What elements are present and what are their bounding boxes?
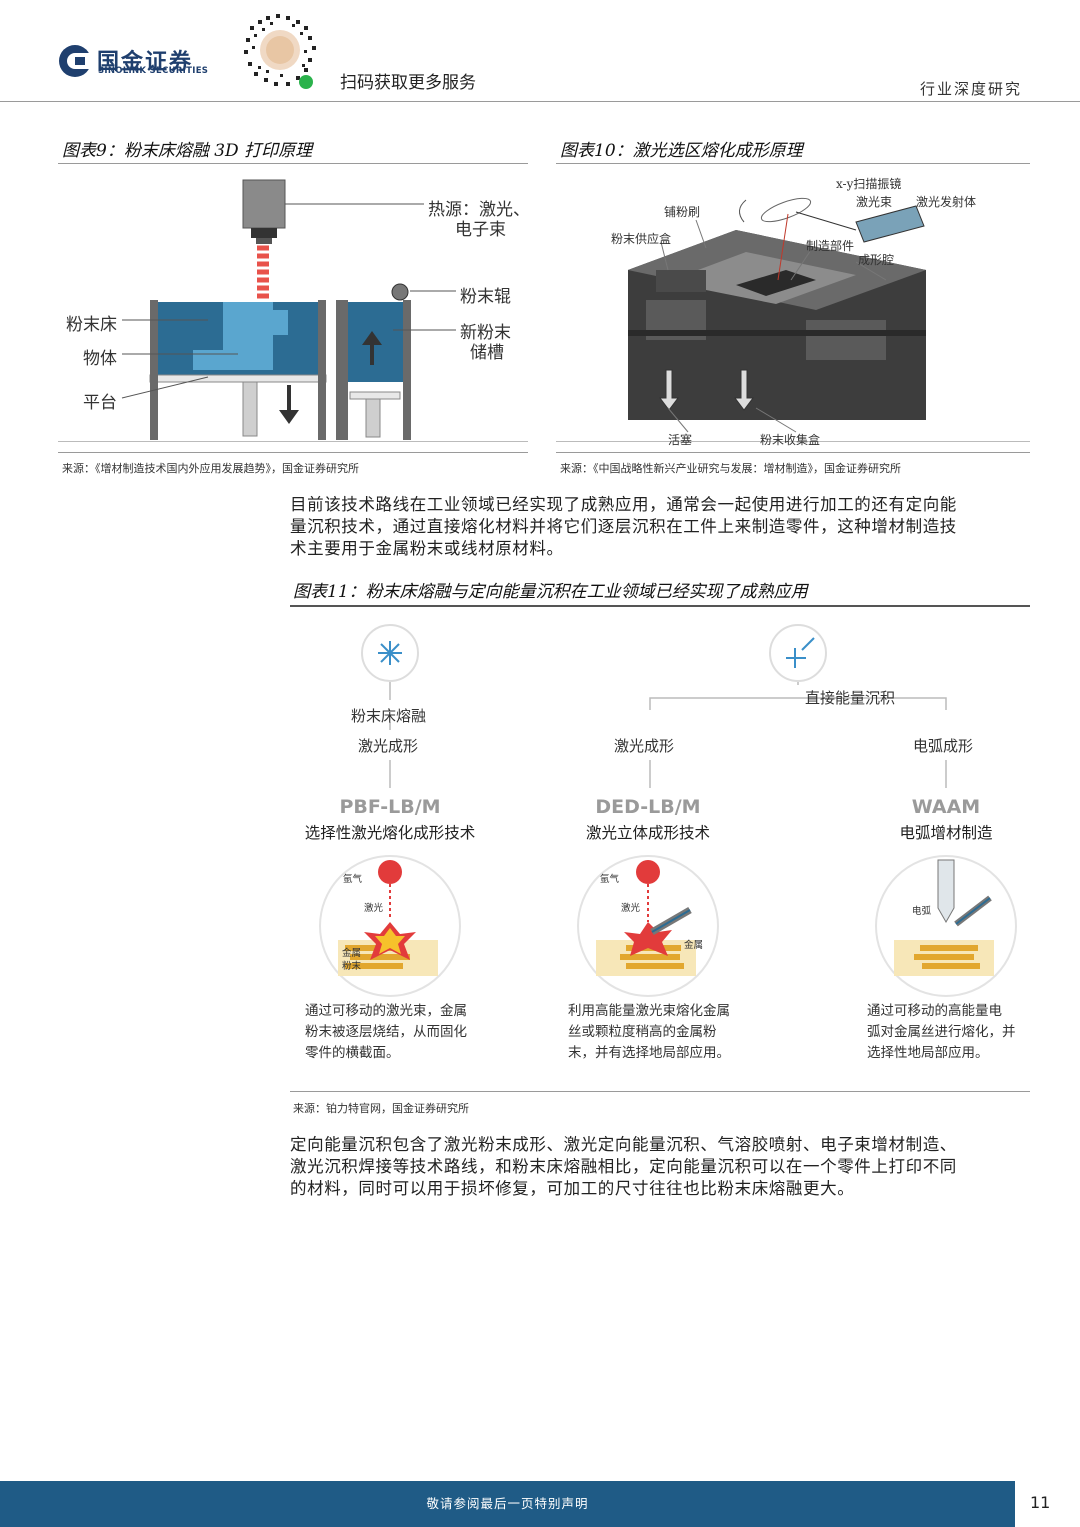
desc-line: 通过可移动的激光束，金属 (305, 1001, 467, 1022)
figure-10-bottom-rule (556, 452, 1030, 453)
fig11-pbf-metal-label: 金属 (342, 945, 361, 959)
paragraph-2-line: 定向能量沉积包含了激光粉末成形、激光定向能量沉积、气溶胶喷射、电子束增材制造、 (290, 1134, 1030, 1156)
fig11-name-ded: 激光立体成形技术 (538, 821, 758, 843)
desc-line: 通过可移动的高能量电 (867, 1001, 1016, 1022)
report-type-label: 行业深度研究 (920, 78, 1022, 99)
paragraph-2-line: 激光沉积焊接等技术路线，和粉末床熔融相比，定向能量沉积可以在一个零件上打印不同 (290, 1156, 1030, 1178)
fig10-label-part: 制造部件 (806, 237, 854, 254)
desc-line: 末，并有选择地局部应用。 (568, 1043, 730, 1064)
figure-9-bottom-rule (58, 452, 528, 453)
fig9-label-heat-source-2: 电子束 (455, 215, 506, 240)
figure-10-top-rule (556, 163, 1030, 164)
fig10-label-laser-beam: 激光束 (856, 193, 892, 210)
fig9-label-object: 物体 (83, 344, 117, 369)
fig11-desc-waam: 通过可移动的高能量电 弧对金属丝进行熔化，并 选择性地局部应用。 (867, 1001, 1016, 1064)
logo-english-name: SINOLINK SECURITIES (98, 66, 208, 76)
scan-for-service-text: 扫码获取更多服务 (340, 68, 476, 93)
fig11-pbf-powder-label: 粉末 (342, 958, 361, 972)
fig11-name-waam: 电弧增材制造 (836, 821, 1056, 843)
fig11-ded-group-label: 直接能量沉积 (805, 687, 895, 708)
figure-9-top-rule (58, 163, 528, 164)
fig10-label-supply-box: 粉末供应盒 (611, 230, 671, 247)
page-number: 11 (1030, 1493, 1050, 1512)
fig11-ded-sub-arc: 电弧成形 (913, 735, 973, 756)
desc-line: 利用高能量激光束熔化金属 (568, 1001, 730, 1022)
fig11-name-pbf: 选择性激光熔化成形技术 (280, 821, 500, 843)
fig11-waam-arc-label: 电弧 (912, 903, 931, 917)
fig11-pbf-group-label: 粉末床熔融 (351, 705, 426, 726)
paragraph-1-line: 术主要用于金属粉末或线材原材料。 (290, 538, 1030, 560)
figure-11-top-rule (290, 605, 1030, 607)
fig10-label-collector: 粉末收集盒 (760, 431, 820, 448)
footer-disclaimer-notice[interactable]: 敬请参阅最后一页特别声明 (0, 1481, 1015, 1527)
figure-10-title: 图表10：激光选区熔化成形原理 (560, 136, 803, 161)
fig10-label-laser-emitter: 激光发射体 (916, 193, 976, 210)
fig10-label-scan-mirror: x-y扫描振镜 (836, 175, 901, 192)
figure-11-source: 来源：铂力特官网，国金证券研究所 (293, 1100, 469, 1116)
fig11-ded-sub-laser: 激光成形 (614, 735, 674, 756)
fig11-pbf-argon-label: 氩气 (343, 871, 362, 885)
fig9-label-new-powder-2: 储槽 (470, 338, 504, 363)
figure-10-diagram (556, 170, 1030, 450)
fig9-label-powder-roller: 粉末辊 (460, 282, 511, 307)
fig10-label-piston: 活塞 (668, 431, 692, 448)
figure-9-title: 图表9：粉末床熔融 3D 打印原理 (62, 136, 312, 161)
paragraph-1-line: 量沉积技术，通过直接熔化材料并将它们逐层沉积在工件上来制造零件，这种增材制造技 (290, 516, 1030, 538)
figure-9-source: 来源：《增材制造技术国内外应用发展趋势》，国金证券研究所 (62, 460, 359, 476)
header-divider (0, 101, 1080, 102)
figure-10-source: 来源：《中国战略性新兴产业研究与发展：增材制造》，国金证券研究所 (560, 460, 901, 476)
desc-line: 选择性地局部应用。 (867, 1043, 1016, 1064)
fig11-code-ded: DED-LB/M (548, 796, 748, 818)
fig11-pbf-sub-label: 激光成形 (358, 735, 418, 756)
desc-line: 零件的横截面。 (305, 1043, 467, 1064)
paragraph-1-line: 目前该技术路线在工业领域已经实现了成熟应用，通常会一起使用进行加工的还有定向能 (290, 494, 1030, 516)
figure-11-title: 图表11：粉末床熔融与定向能量沉积在工业领域已经实现了成熟应用 (293, 577, 808, 602)
fig11-ded-argon-label: 氩气 (600, 871, 619, 885)
fig11-ded-metal-label: 金属 (684, 937, 703, 951)
qr-code-icon[interactable] (236, 6, 324, 94)
fig11-code-waam: WAAM (846, 796, 1046, 818)
fig9-label-powder-bed: 粉末床 (66, 310, 117, 335)
fig11-ded-laser-label: 激光 (621, 900, 640, 914)
fig10-label-spreader: 铺粉刷 (664, 203, 700, 220)
company-logo-icon (58, 44, 92, 78)
paragraph-2: 定向能量沉积包含了激光粉末成形、激光定向能量沉积、气溶胶喷射、电子束增材制造、 … (290, 1134, 1030, 1200)
desc-line: 丝或颗粒度稍高的金属粉 (568, 1022, 730, 1043)
fig11-pbf-laser-label: 激光 (364, 900, 383, 914)
fig11-code-pbf: PBF-LB/M (290, 796, 490, 818)
figure-11-bottom-rule (290, 1091, 1030, 1092)
desc-line: 弧对金属丝进行熔化，并 (867, 1022, 1016, 1043)
fig10-label-chamber: 成形腔 (858, 251, 894, 268)
fig11-desc-pbf: 通过可移动的激光束，金属 粉末被逐层烧结，从而固化 零件的横截面。 (305, 1001, 467, 1064)
desc-line: 粉末被逐层烧结，从而固化 (305, 1022, 467, 1043)
paragraph-2-line: 的材料，同时可以用于损坏修复，可加工的尺寸往往也比粉末床熔融更大。 (290, 1178, 1030, 1200)
fig9-label-platform: 平台 (83, 388, 117, 413)
paragraph-1: 目前该技术路线在工业领域已经实现了成熟应用，通常会一起使用进行加工的还有定向能 … (290, 494, 1030, 560)
fig11-desc-ded: 利用高能量激光束熔化金属 丝或颗粒度稍高的金属粉 末，并有选择地局部应用。 (568, 1001, 730, 1064)
